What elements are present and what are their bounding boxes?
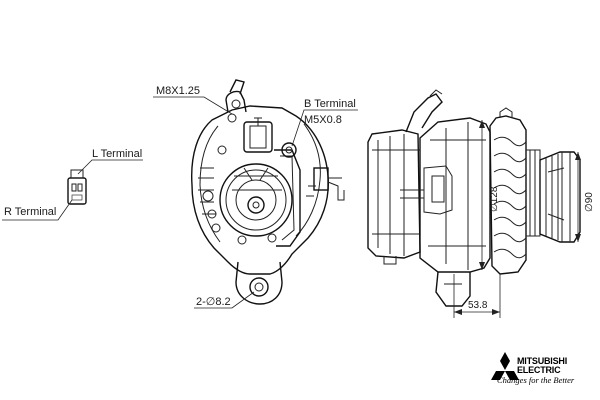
r-terminal-leader xyxy=(2,199,73,221)
brand-name-line2: ELECTRIC xyxy=(517,365,561,375)
mitsubishi-logo-icon xyxy=(491,352,519,380)
alternator-side-view xyxy=(367,89,581,307)
holes-leader xyxy=(194,291,255,309)
m8-thread-label: M8X1.25 xyxy=(156,85,200,97)
brand-name: MITSUBISHI ELECTRIC xyxy=(517,357,567,375)
b-terminal-thread-label: M5X0.8 xyxy=(304,114,342,126)
alternator-front-view xyxy=(190,79,345,305)
brand-tagline: Changes for the Better xyxy=(497,375,575,385)
r-terminal-label: R Terminal xyxy=(4,206,56,218)
m8-leader xyxy=(153,96,233,115)
b-terminal-leader xyxy=(291,109,358,147)
l-terminal-leader xyxy=(77,159,143,175)
dim-53-line xyxy=(453,274,501,318)
dim-53-label: 53.8 xyxy=(468,300,488,311)
dim-90-label: ∅90 xyxy=(584,192,595,212)
dim-90-line xyxy=(575,152,581,242)
terminal-connector xyxy=(67,169,87,205)
dim-128-label: ∅128 xyxy=(489,186,500,212)
l-terminal-label: L Terminal xyxy=(92,148,142,160)
dim-128-line xyxy=(479,120,485,270)
brand-name-line1: MITSUBISHI xyxy=(517,356,568,366)
b-terminal-label: B Terminal xyxy=(304,98,356,110)
mounting-holes-label: 2-∅8.2 xyxy=(196,296,231,308)
